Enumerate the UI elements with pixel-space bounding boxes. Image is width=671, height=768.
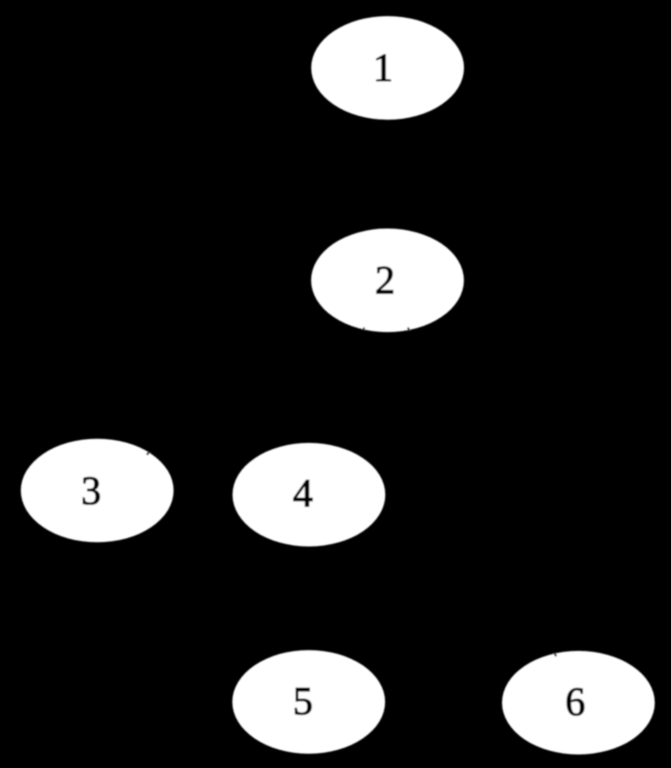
svg-text:5: 5 xyxy=(293,679,313,724)
svg-text:1: 1 xyxy=(373,45,393,90)
svg-text:3: 3 xyxy=(81,468,101,513)
svg-text:6: 6 xyxy=(565,679,585,724)
svg-text:4: 4 xyxy=(293,471,313,516)
svg-text:2: 2 xyxy=(375,257,395,302)
